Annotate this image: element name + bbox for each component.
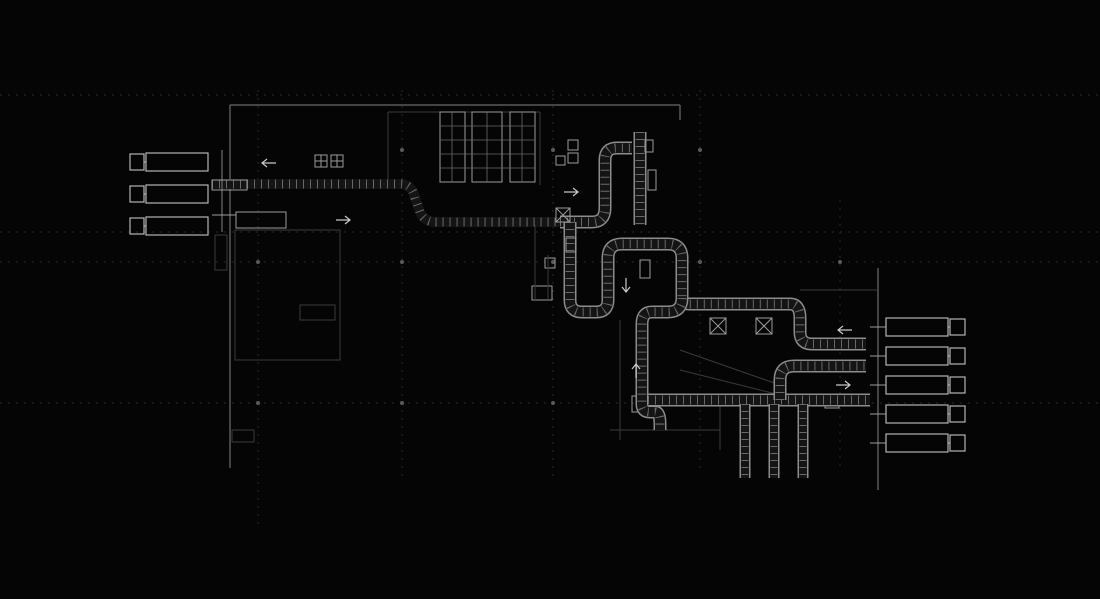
arrow-icon bbox=[564, 187, 579, 197]
truck-icon bbox=[129, 184, 209, 204]
arrow-icon bbox=[837, 325, 852, 335]
arrow-icon bbox=[631, 363, 641, 378]
truck-icon bbox=[129, 216, 209, 236]
truck-icon bbox=[870, 317, 966, 337]
workstation-icon bbox=[709, 317, 773, 335]
guide-grid bbox=[0, 90, 1100, 530]
arrow-icon bbox=[261, 158, 276, 168]
dock-leveler bbox=[211, 179, 287, 229]
truck-icon bbox=[870, 433, 966, 453]
east-loading-dock bbox=[870, 317, 966, 453]
column-markers bbox=[256, 148, 842, 405]
flow-arrows bbox=[261, 158, 852, 390]
truck-icon bbox=[129, 152, 209, 172]
west-loading-dock bbox=[129, 150, 287, 236]
arrow-icon bbox=[621, 278, 631, 293]
conveyor-network bbox=[212, 132, 870, 478]
truck-icon bbox=[870, 375, 966, 395]
arrow-icon bbox=[336, 215, 351, 225]
storage-rack-icon bbox=[439, 111, 536, 183]
truck-icon bbox=[870, 404, 966, 424]
truck-icon bbox=[870, 346, 966, 366]
arrow-icon bbox=[836, 380, 851, 390]
